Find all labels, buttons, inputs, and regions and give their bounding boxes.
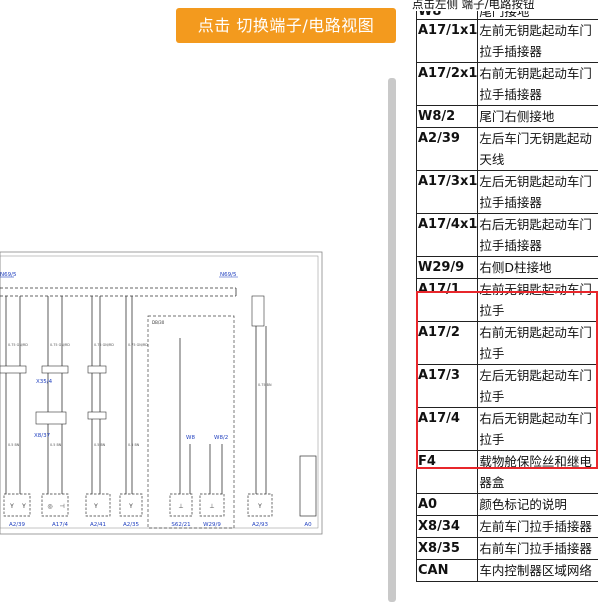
panel-edge xyxy=(598,0,604,602)
legend-code: A17/4 xyxy=(415,407,479,451)
svg-text:Y: Y xyxy=(9,503,14,510)
wiring-schematic[interactable]: N69/5 N69/5 DB/30 X35/4 X8/37 W8 W8/2 0.… xyxy=(0,246,328,542)
legend-desc: 右前无钥匙起动车门拉手 xyxy=(477,321,602,365)
legend-code: X8/34 xyxy=(415,515,479,538)
legend-desc: 左前无钥匙起动车门拉手 xyxy=(477,278,602,322)
svg-text:0.5 BN: 0.5 BN xyxy=(50,443,62,447)
scrollbar[interactable] xyxy=(388,78,396,602)
svg-text:Y: Y xyxy=(21,503,26,510)
svg-text:0.5 BN: 0.5 BN xyxy=(94,443,106,447)
legend-desc: 右后无钥匙起动车门拉手 xyxy=(477,407,602,451)
legend-desc: 右前车门拉手插接器 xyxy=(477,537,602,560)
label-w29-9: W29/9 xyxy=(203,522,221,528)
legend-desc: 尾门右侧接地 xyxy=(477,105,602,128)
top-label-left: N69/5 xyxy=(0,272,17,278)
legend-desc: 车内控制器区域网络 xyxy=(477,559,602,582)
label-a17-4: A17/4 xyxy=(52,522,69,528)
legend-code: W29/9 xyxy=(415,256,479,279)
legend-desc: 右后无钥匙起动车门拉手插接器 xyxy=(477,213,602,257)
svg-text:0.75 GN/RD: 0.75 GN/RD xyxy=(94,343,114,347)
label-a0: A0 xyxy=(304,522,312,528)
legend-desc: 右前无钥匙起动车门拉手插接器 xyxy=(477,62,602,106)
label-a2-41: A2/41 xyxy=(90,522,106,528)
label-s62-21: S62/21 xyxy=(171,522,190,528)
svg-text:0.75 GN/RD: 0.75 GN/RD xyxy=(50,343,70,347)
svg-text:0.5 BN: 0.5 BN xyxy=(128,443,140,447)
svg-text:Y: Y xyxy=(128,503,133,510)
switch-view-button[interactable]: 点击 切换端子/电路视图 xyxy=(176,8,396,43)
legend-code: A17/4x1 xyxy=(415,213,479,257)
legend-code: A0 xyxy=(415,493,479,516)
label-w8: W8 xyxy=(186,435,195,441)
gutter xyxy=(400,0,412,602)
legend-code: A17/2 xyxy=(415,321,479,365)
legend-code: CAN xyxy=(415,559,479,582)
label-x35-4: X35/4 xyxy=(36,379,53,385)
svg-text:⊥: ⊥ xyxy=(178,503,183,510)
legend-desc: 左后无钥匙起动车门拉手插接器 xyxy=(477,170,602,214)
legend-code: A2/39 xyxy=(415,127,479,171)
legend-desc: 载物舱保险丝和继电器盒 xyxy=(477,450,602,494)
legend-desc: 颜色标记的说明 xyxy=(477,493,602,516)
svg-text:0.75 BN: 0.75 BN xyxy=(258,383,272,387)
legend-code: A17/2x1 xyxy=(415,62,479,106)
legend-code: A17/1 xyxy=(415,278,479,322)
label-a2-39: A2/39 xyxy=(9,522,26,528)
legend-desc: 左后车门无钥匙起动天线 xyxy=(477,127,602,171)
legend-code: A17/1x1 xyxy=(415,19,479,63)
label-a2-35: A2/35 xyxy=(123,522,140,528)
legend-desc: 左后无钥匙起动车门拉手 xyxy=(477,364,602,408)
svg-text:Y: Y xyxy=(257,503,262,510)
sub-box-label: DB/30 xyxy=(152,320,165,325)
svg-text:0.5 BN: 0.5 BN xyxy=(8,443,20,447)
legend-code: W8/2 xyxy=(415,105,479,128)
svg-text:⊣: ⊣ xyxy=(59,503,64,510)
label-x8-37: X8/37 xyxy=(34,433,51,439)
legend-code: X8/35 xyxy=(415,537,479,560)
legend-code: A17/3x1 xyxy=(415,170,479,214)
label-w8-2: W8/2 xyxy=(214,435,228,441)
legend-desc: 左前车门拉手插接器 xyxy=(477,515,602,538)
legend-desc: 右侧D柱接地 xyxy=(477,256,602,279)
legend-desc: 左前无钥匙起动车门拉手插接器 xyxy=(477,19,602,63)
legend-code: A17/3 xyxy=(415,364,479,408)
label-a2-93: A2/93 xyxy=(252,522,269,528)
svg-text:Y: Y xyxy=(93,503,98,510)
svg-text:⊥: ⊥ xyxy=(209,503,214,510)
panel-caption: 点击左侧 端子/电路按钮 xyxy=(412,0,604,11)
svg-text:0.75 GN/RD: 0.75 GN/RD xyxy=(128,343,148,347)
legend-code: F4 xyxy=(415,450,479,494)
svg-text:0.75 GN/RD: 0.75 GN/RD xyxy=(8,343,28,347)
svg-text:◎: ◎ xyxy=(47,503,52,510)
top-label-right: N69/5 xyxy=(220,272,237,278)
